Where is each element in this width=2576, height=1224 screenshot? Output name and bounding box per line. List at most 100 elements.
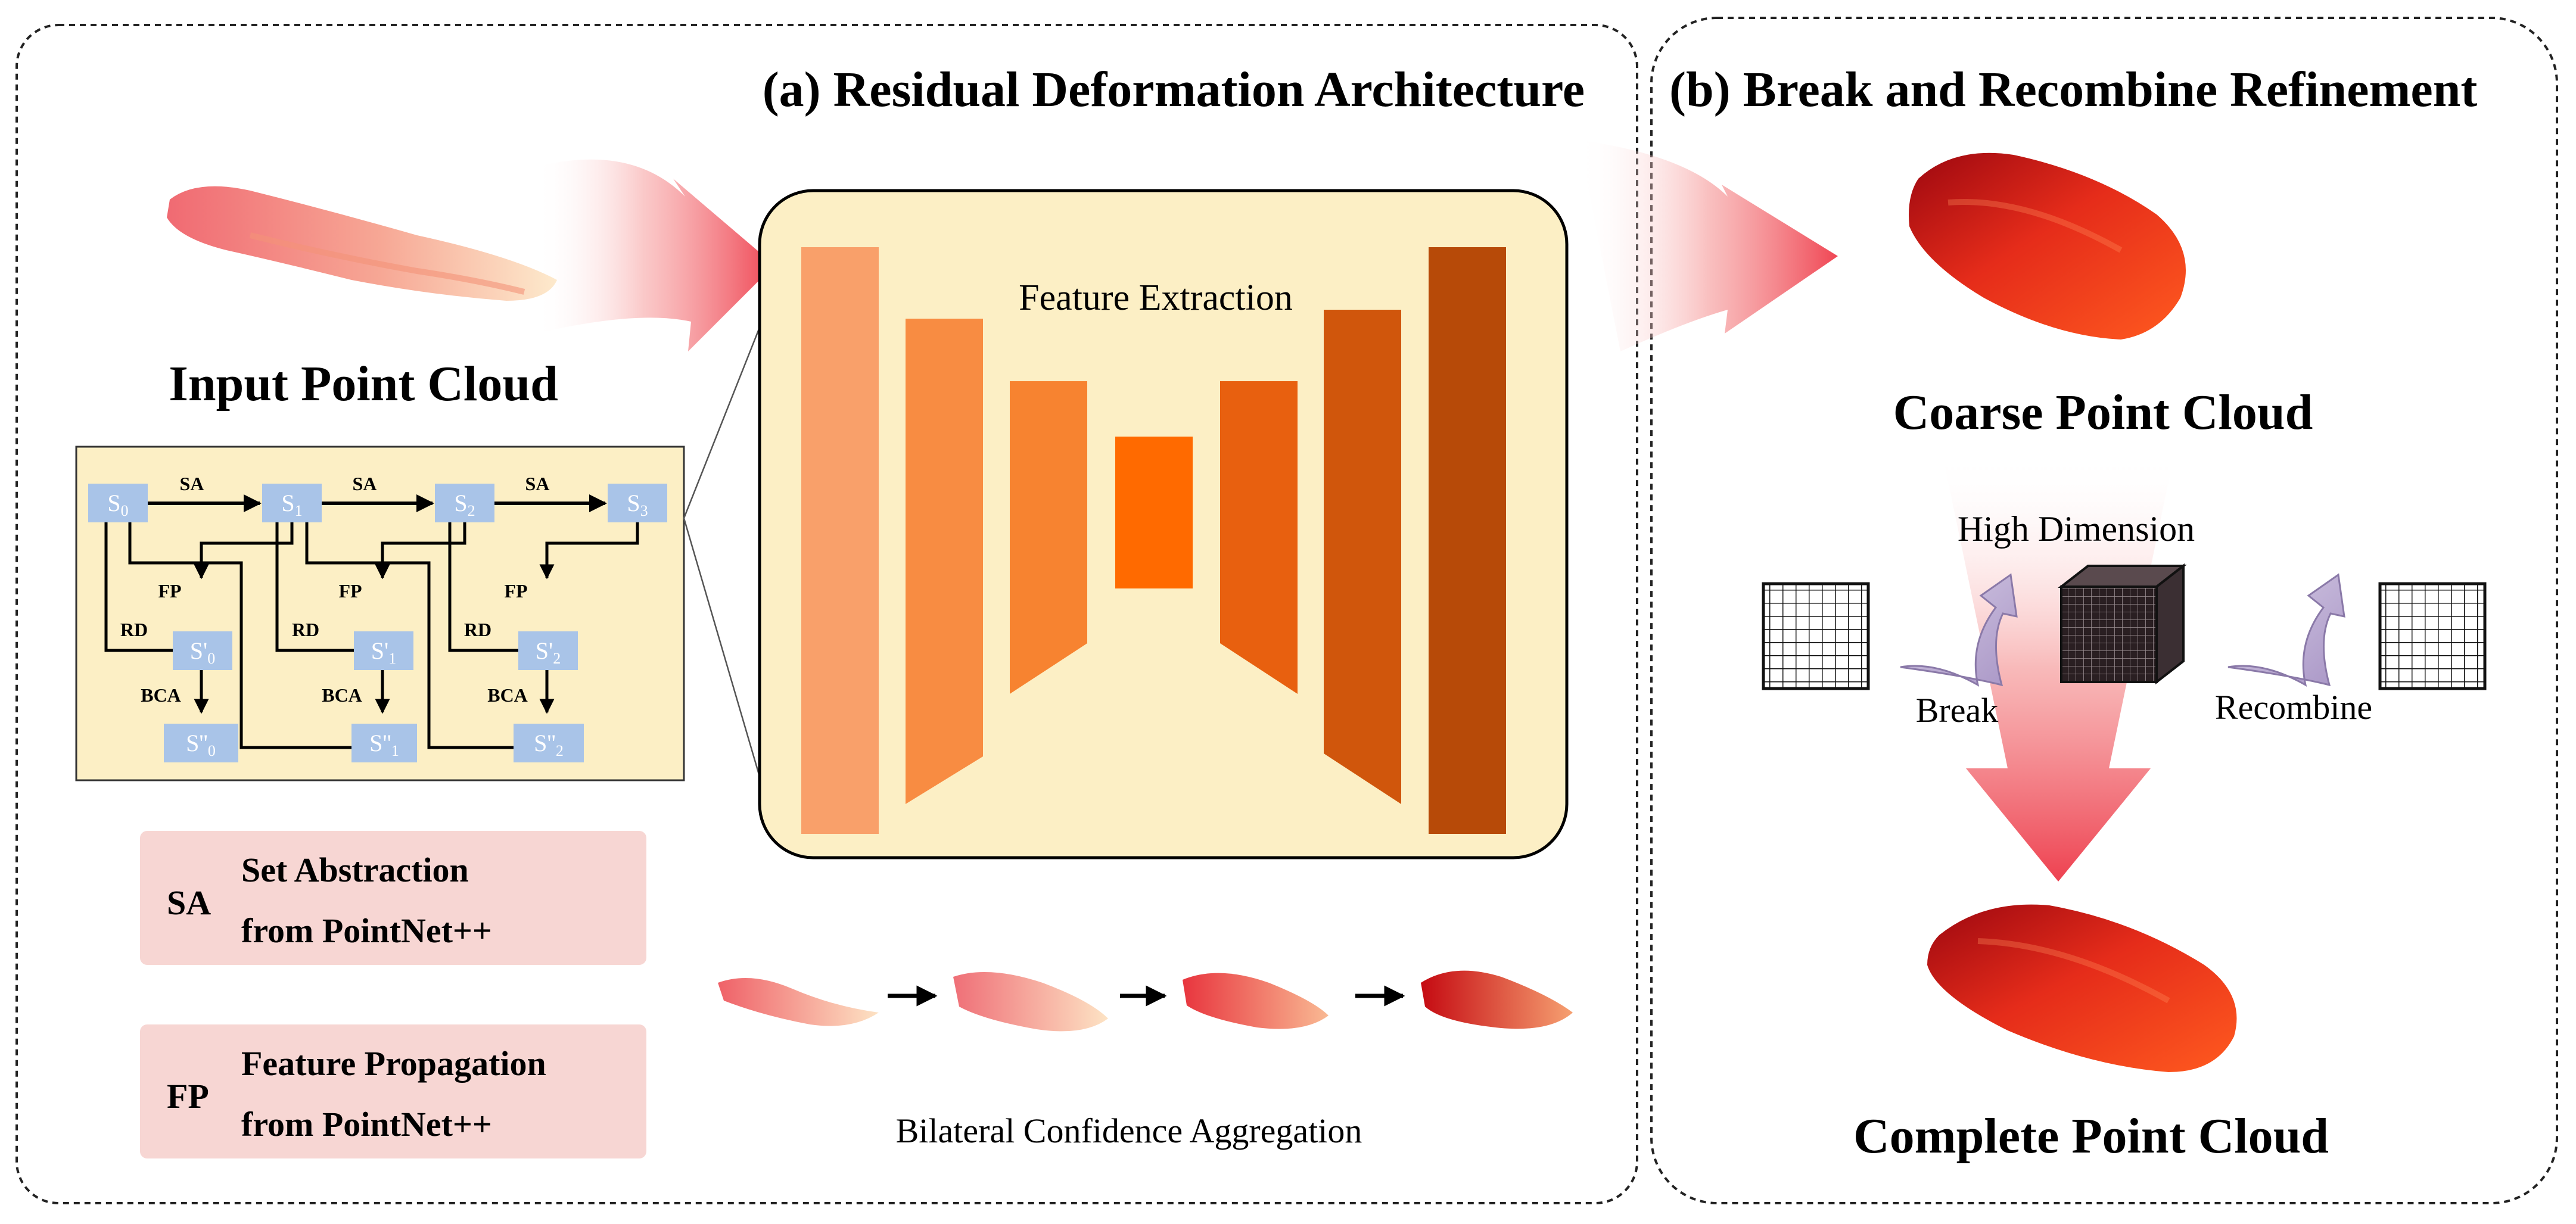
svg-text:S'2: S'2 — [536, 637, 561, 667]
node-spp2-sub: 2 — [556, 742, 564, 759]
zoom-line-bottom — [683, 518, 770, 808]
legend-fp-line1: Feature Propagation — [241, 1044, 546, 1083]
legend-sa-abbr: SA — [167, 883, 211, 922]
output-arrow — [1579, 140, 1838, 351]
complete-point-cloud — [1927, 904, 2237, 1072]
rd-edge-2 — [448, 522, 518, 652]
rd-label-2: RD — [464, 619, 491, 640]
legend-fp-box — [140, 1024, 646, 1158]
break-curl-icon — [1900, 573, 2018, 687]
node-spp0 — [164, 724, 238, 762]
encoder-layer-1 — [801, 247, 879, 834]
svg-text:S'1: S'1 — [371, 637, 396, 667]
svg-text:S3: S3 — [627, 490, 648, 519]
node-s0-base: S — [107, 490, 120, 516]
legend-sa-box — [140, 831, 646, 965]
link-s2-fp1 — [375, 522, 466, 580]
bca-stage-1 — [718, 978, 879, 1026]
refinement-funnel — [1942, 453, 2174, 882]
bca-stage-4 — [1421, 970, 1573, 1029]
encoder-layer-2 — [906, 319, 983, 804]
panel-a-title: (a) Residual Deformation Architecture — [763, 62, 1585, 117]
coarse-point-cloud — [1909, 152, 2186, 340]
bca-label-1: BCA — [322, 684, 362, 706]
feature-extraction-label: Feature Extraction — [1019, 278, 1293, 318]
legend-sa-line1: Set Abstraction — [241, 851, 469, 889]
node-s3-sub: 3 — [640, 502, 648, 519]
sa-label-2: SA — [525, 473, 550, 494]
bca-progression-label: Bilateral Confidence Aggregation — [896, 1111, 1362, 1150]
high-dimension-label: High Dimension — [1958, 509, 2195, 549]
node-s0 — [88, 484, 148, 522]
node-spp1-base: S'' — [369, 730, 391, 756]
node-s2-base: S — [454, 490, 467, 516]
link-s3-fp2 — [539, 522, 639, 580]
legend-fp-line2: from PointNet++ — [241, 1105, 492, 1144]
panel-b-border — [1650, 17, 2558, 1204]
node-sp2 — [518, 631, 578, 670]
encoder-layer-3 — [1010, 381, 1087, 694]
break-label: Break — [1916, 691, 1999, 730]
sa-label-1: SA — [353, 473, 377, 494]
bca-stage-2 — [953, 972, 1108, 1032]
sa-label-0: SA — [180, 473, 204, 494]
svg-text:S'0: S'0 — [190, 637, 215, 667]
node-spp0-sub: 0 — [208, 742, 216, 759]
skip-s1-spp2 — [305, 522, 524, 749]
recombine-label: Recombine — [2215, 688, 2372, 727]
rd-label-1: RD — [292, 619, 319, 640]
link-s1-fp0 — [194, 522, 294, 580]
legend-sa-line2: from PointNet++ — [241, 911, 492, 950]
bca-label-2: BCA — [487, 684, 528, 706]
svg-text:S2: S2 — [454, 490, 475, 519]
rd-edge-0 — [104, 522, 173, 652]
input-grid-icon — [1762, 582, 1870, 690]
output-grid-icon — [2378, 582, 2487, 690]
node-sp0 — [173, 631, 232, 670]
zoom-line-top — [683, 304, 770, 519]
bca-stage-3 — [1183, 973, 1329, 1029]
node-s2 — [435, 484, 494, 522]
encoder-decoder — [801, 247, 1506, 834]
rd-edge-1 — [275, 522, 354, 652]
node-spp1-sub: 1 — [391, 742, 399, 759]
node-sp1-base: S' — [371, 637, 388, 664]
node-sp0-base: S' — [190, 637, 207, 664]
bottleneck-layer — [1115, 437, 1193, 588]
input-arrow — [536, 159, 774, 351]
svg-text:S''0: S''0 — [186, 730, 216, 759]
fp-label-2: FP — [504, 580, 527, 602]
node-sp1 — [354, 631, 413, 670]
node-s1 — [262, 484, 322, 522]
node-spp2 — [514, 724, 584, 762]
node-sp2-base: S' — [536, 637, 553, 664]
decoder-layer-2 — [1324, 310, 1401, 804]
bca-progression — [718, 970, 1573, 1032]
node-sp2-sub: 2 — [553, 650, 561, 667]
fp-label-1: FP — [338, 580, 362, 602]
bca-label-0: BCA — [141, 684, 181, 706]
panel-b-title: (b) Break and Recombine Refinement — [1669, 62, 2477, 117]
recombine-curl-icon — [2227, 573, 2345, 687]
node-spp1 — [351, 724, 417, 762]
fp-label-0: FP — [158, 580, 181, 602]
node-spp0-base: S'' — [186, 730, 208, 756]
node-spp2-base: S'' — [534, 730, 556, 756]
node-s1-base: S — [281, 490, 294, 516]
node-s0-sub: 0 — [121, 502, 129, 519]
node-sp0-sub: 0 — [207, 650, 215, 667]
node-sp1-sub: 1 — [388, 650, 396, 667]
coarse-point-cloud-label: Coarse Point Cloud — [1893, 385, 2313, 440]
node-s3-base: S — [627, 490, 640, 516]
svg-text:S1: S1 — [281, 490, 302, 519]
input-point-cloud-label: Input Point Cloud — [169, 356, 558, 412]
complete-point-cloud-label: Complete Point Cloud — [1853, 1108, 2329, 1164]
network-diagram: S0 S1 S2 S3 SA SA SA FP FP FP RD RD RD S… — [88, 473, 667, 762]
svg-text:S0: S0 — [107, 490, 128, 519]
legend-fp-abbr: FP — [167, 1077, 209, 1116]
node-s1-sub: 1 — [295, 502, 303, 519]
input-point-cloud — [167, 186, 557, 301]
svg-text:S''1: S''1 — [369, 730, 399, 759]
